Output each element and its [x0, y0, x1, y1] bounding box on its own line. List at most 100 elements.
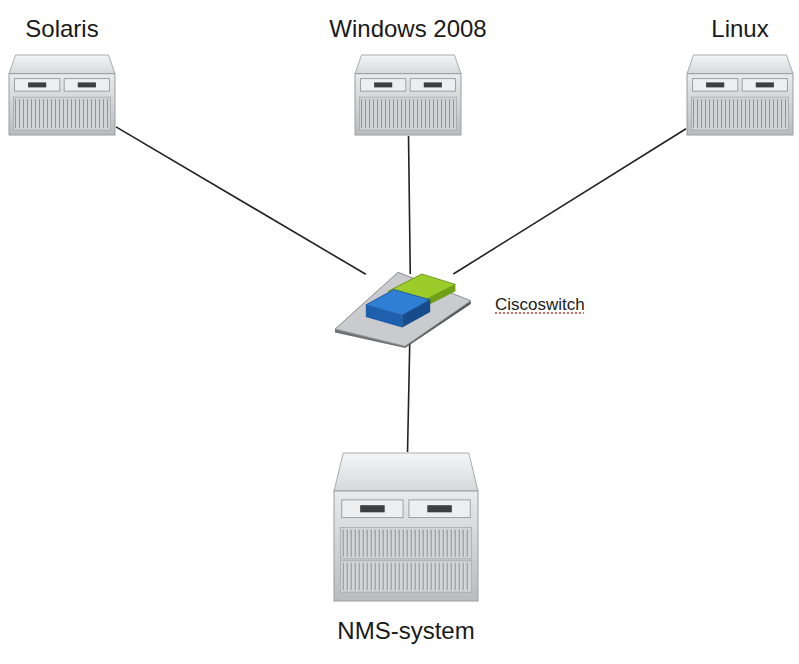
grille-line — [91, 99, 92, 128]
grille-line — [441, 99, 442, 128]
grille-line — [749, 99, 750, 128]
node-label: Linux — [711, 14, 768, 44]
grille-line — [745, 99, 746, 128]
drive-slot — [424, 82, 442, 87]
server-node: Linux — [686, 14, 794, 136]
grille-line — [425, 99, 426, 128]
grille-line — [693, 99, 694, 128]
server-front — [355, 74, 461, 135]
grille-line — [343, 530, 344, 557]
grille-panel — [13, 97, 110, 130]
drive-bay — [14, 79, 59, 91]
grille-line — [439, 530, 440, 557]
network-link — [453, 129, 686, 274]
grille-line — [351, 563, 352, 590]
grille-line — [351, 530, 352, 557]
grille-line — [781, 99, 782, 128]
grille-line — [35, 99, 36, 128]
grille-line — [99, 99, 100, 128]
server-node: Windows 2008 — [354, 14, 462, 136]
grille-line — [455, 563, 456, 590]
grille-line — [729, 99, 730, 128]
drive-slot — [360, 505, 385, 512]
grille-line — [383, 530, 384, 557]
grille-line — [43, 99, 44, 128]
grille-line — [427, 563, 428, 590]
server-node: NMS-system — [333, 452, 479, 646]
server-icon — [354, 54, 462, 136]
grille-line — [421, 99, 422, 128]
grille-line — [773, 99, 774, 128]
grille-line — [63, 99, 64, 128]
grille-line — [359, 530, 360, 557]
grille-line — [401, 99, 402, 128]
network-link — [409, 136, 411, 274]
grille-line — [391, 530, 392, 557]
switch-blocks — [366, 274, 456, 327]
grille-line — [697, 99, 698, 128]
drive-bay — [342, 500, 403, 518]
server-icon — [686, 54, 794, 136]
grille-line — [363, 530, 364, 557]
grille-line — [399, 563, 400, 590]
grille-line — [435, 530, 436, 557]
grille-line — [19, 99, 20, 128]
drive-bay — [409, 500, 470, 518]
grille-line — [383, 563, 384, 590]
grille-panel — [340, 528, 471, 559]
server-top — [355, 55, 461, 74]
grille-line — [439, 563, 440, 590]
grille-line — [733, 99, 734, 128]
grille-line — [463, 530, 464, 557]
grille-line — [431, 563, 432, 590]
grille-line — [107, 99, 108, 128]
drive-slot — [706, 82, 724, 87]
grille-line — [757, 99, 758, 128]
drive-slot — [427, 505, 452, 512]
server-icon — [333, 452, 479, 602]
grille-line — [47, 99, 48, 128]
grille-line — [387, 530, 388, 557]
grille-line — [459, 563, 460, 590]
switch-icon — [335, 262, 475, 348]
grille-line — [725, 99, 726, 128]
grille-line — [717, 99, 718, 128]
grille-line — [467, 563, 468, 590]
grille-line — [769, 99, 770, 128]
grille-line — [405, 99, 406, 128]
grille-line — [395, 563, 396, 590]
grille-line — [363, 563, 364, 590]
grille-line — [39, 99, 40, 128]
server-front — [9, 74, 115, 135]
grille-line — [443, 563, 444, 590]
grille-line — [347, 530, 348, 557]
grille-line — [451, 563, 452, 590]
grille-line — [23, 99, 24, 128]
grille-line — [413, 99, 414, 128]
drive-slot — [374, 82, 392, 87]
grille-line — [419, 530, 420, 557]
grille-line — [411, 530, 412, 557]
grille-line — [419, 563, 420, 590]
grille-line — [753, 99, 754, 128]
grille-panel — [340, 561, 471, 592]
drive-bay — [742, 79, 787, 91]
grille-line — [27, 99, 28, 128]
grille-line — [75, 99, 76, 128]
grille-line — [447, 530, 448, 557]
grille-line — [701, 99, 702, 128]
grille-line — [761, 99, 762, 128]
grille-line — [367, 530, 368, 557]
grille-line — [395, 530, 396, 557]
grille-line — [785, 99, 786, 128]
grille-line — [375, 563, 376, 590]
grille-line — [361, 99, 362, 128]
grille-line — [55, 99, 56, 128]
grille-line — [403, 530, 404, 557]
label-wrap: Windows 2008 — [354, 14, 462, 54]
drive-slot — [28, 82, 46, 87]
grille-line — [415, 563, 416, 590]
grille-line — [427, 530, 428, 557]
